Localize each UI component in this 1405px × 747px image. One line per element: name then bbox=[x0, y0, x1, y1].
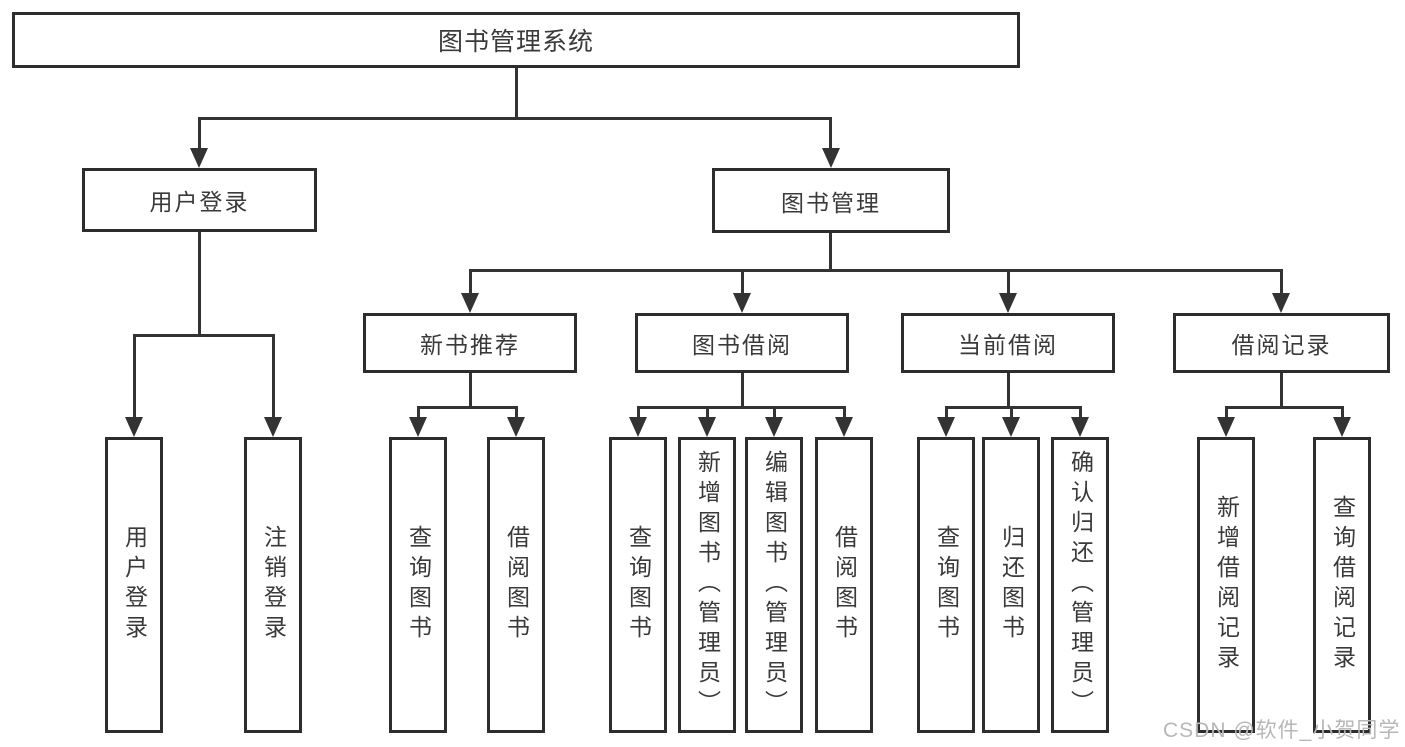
edge-bookmgmt-branch bbox=[469, 269, 1283, 272]
leaf-bb-add-books-admin: 新增图书（管理员） bbox=[678, 437, 736, 733]
leaf-cb-confirm-return-admin: 确认归还（管理员） bbox=[1051, 437, 1109, 733]
node-label: 确认归还（管理员） bbox=[1067, 450, 1094, 720]
edge-cb-branch bbox=[945, 406, 1082, 409]
arrowhead-icon bbox=[1002, 417, 1020, 437]
edge-drop bbox=[829, 117, 832, 151]
edge-br-feed bbox=[1280, 373, 1283, 409]
arrowhead-icon bbox=[1217, 417, 1235, 437]
node-label: 用户登录 bbox=[121, 525, 148, 645]
node-current-borrow: 当前借阅 bbox=[901, 313, 1115, 373]
edge-drop bbox=[1280, 269, 1283, 295]
leaf-bb-query-books: 查询图书 bbox=[609, 437, 667, 733]
edge-cb-feed bbox=[1007, 373, 1010, 409]
edge-drop bbox=[1079, 406, 1082, 421]
node-label: 图书借阅 bbox=[692, 332, 792, 358]
node-label: 查询图书 bbox=[625, 525, 652, 645]
arrowhead-icon bbox=[835, 417, 853, 437]
node-label: 借阅记录 bbox=[1231, 332, 1332, 358]
edge-drop bbox=[1007, 269, 1010, 295]
csdn-watermark: CSDN @软件_小贺同学 bbox=[1163, 719, 1401, 742]
arrowhead-icon bbox=[1071, 417, 1089, 437]
edge-userlogin-feed bbox=[198, 232, 201, 337]
edge-drop bbox=[469, 269, 472, 295]
arrowhead-icon bbox=[999, 293, 1017, 313]
arrowhead-icon bbox=[698, 417, 716, 437]
node-label: 新书推荐 bbox=[420, 332, 520, 358]
edge-nbr-feed bbox=[469, 373, 472, 409]
leaf-br-query-record: 查询借阅记录 bbox=[1313, 437, 1371, 733]
node-label: 借阅图书 bbox=[831, 525, 858, 645]
node-label: 新增借阅记录 bbox=[1213, 495, 1240, 675]
arrowhead-icon bbox=[264, 417, 282, 437]
node-borrow-records: 借阅记录 bbox=[1173, 313, 1390, 373]
node-label: 归还图书 bbox=[998, 525, 1025, 645]
node-root-library-system: 图书管理系统 bbox=[12, 12, 1020, 68]
leaf-cb-query-books: 查询图书 bbox=[917, 437, 975, 733]
edge-nbr-branch bbox=[417, 406, 518, 409]
arrowhead-icon bbox=[765, 417, 783, 437]
edge-root-branch bbox=[198, 117, 832, 120]
arrowhead-icon bbox=[125, 417, 143, 437]
edge-bb-branch bbox=[637, 406, 846, 409]
leaf-user-login: 用户登录 bbox=[105, 437, 163, 733]
node-user-login: 用户登录 bbox=[82, 168, 317, 232]
leaf-nbr-borrow-books: 借阅图书 bbox=[487, 437, 545, 733]
leaf-bb-borrow-books: 借阅图书 bbox=[815, 437, 873, 733]
edge-drop bbox=[515, 406, 518, 421]
leaf-cb-return-books: 归还图书 bbox=[982, 437, 1040, 733]
node-label: 查询图书 bbox=[933, 525, 960, 645]
leaf-logout: 注销登录 bbox=[244, 437, 302, 733]
leaf-br-add-record: 新增借阅记录 bbox=[1197, 437, 1255, 733]
arrowhead-icon bbox=[409, 417, 427, 437]
node-new-book-recommend: 新书推荐 bbox=[363, 313, 577, 373]
edge-drop bbox=[1010, 406, 1013, 421]
node-label: 编辑图书（管理员） bbox=[761, 450, 788, 720]
node-book-management: 图书管理 bbox=[712, 168, 950, 233]
arrowhead-icon bbox=[822, 148, 840, 168]
node-label: 当前借阅 bbox=[958, 332, 1058, 358]
node-label: 注销登录 bbox=[260, 525, 287, 645]
edge-drop bbox=[1225, 406, 1228, 421]
arrowhead-icon bbox=[507, 417, 525, 437]
edge-drop bbox=[773, 406, 776, 421]
arrowhead-icon bbox=[629, 417, 647, 437]
edge-drop bbox=[1341, 406, 1344, 421]
edge-drop bbox=[637, 406, 640, 421]
node-label: 借阅图书 bbox=[503, 525, 530, 645]
edge-drop bbox=[133, 334, 136, 421]
node-label: 用户登录 bbox=[149, 189, 250, 215]
edge-root-feed bbox=[515, 68, 518, 120]
edge-br-branch bbox=[1225, 406, 1344, 409]
edge-drop bbox=[706, 406, 709, 421]
edge-drop bbox=[198, 117, 201, 151]
arrowhead-icon bbox=[733, 293, 751, 313]
arrowhead-icon bbox=[937, 417, 955, 437]
node-label: 查询借阅记录 bbox=[1329, 495, 1356, 675]
leaf-bb-edit-books-admin: 编辑图书（管理员） bbox=[745, 437, 803, 733]
edge-userlogin-branch bbox=[133, 334, 275, 337]
node-label: 新增图书（管理员） bbox=[694, 450, 721, 720]
arrowhead-icon bbox=[461, 293, 479, 313]
edge-bb-feed bbox=[741, 373, 744, 409]
arrowhead-icon bbox=[1272, 293, 1290, 313]
node-label: 查询图书 bbox=[405, 525, 432, 645]
edge-drop bbox=[741, 269, 744, 295]
edge-drop bbox=[272, 334, 275, 421]
edge-bookmgmt-feed bbox=[829, 233, 832, 272]
leaf-nbr-query-books: 查询图书 bbox=[389, 437, 447, 733]
edge-drop bbox=[945, 406, 948, 421]
arrowhead-icon bbox=[1333, 417, 1351, 437]
arrowhead-icon bbox=[190, 148, 208, 168]
edge-drop bbox=[843, 406, 846, 421]
edge-drop bbox=[417, 406, 420, 421]
node-label: 图书管理系统 bbox=[437, 28, 594, 56]
node-label: 图书管理 bbox=[781, 189, 881, 216]
node-book-borrow: 图书借阅 bbox=[635, 313, 849, 373]
